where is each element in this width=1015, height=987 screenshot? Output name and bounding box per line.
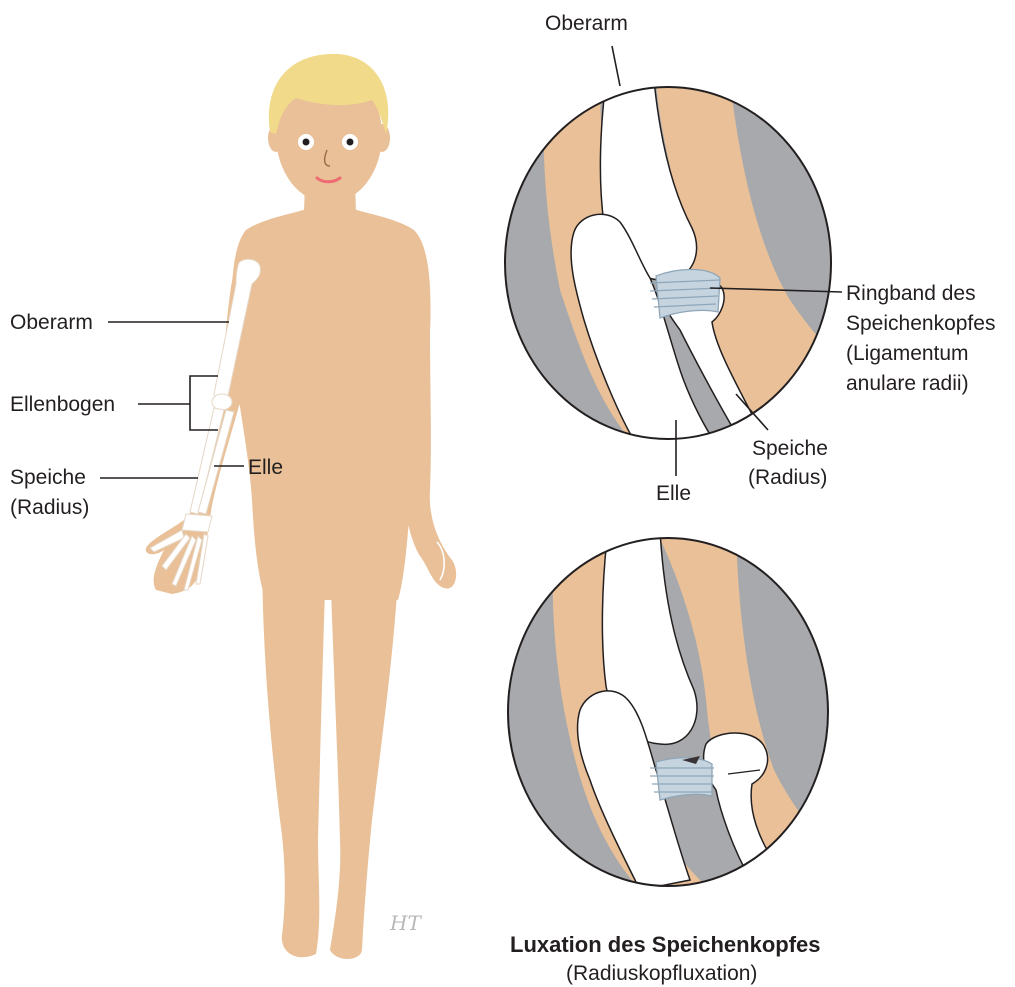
annular-ligament xyxy=(650,270,720,319)
top-label-radius-line2: (Radius) xyxy=(748,466,827,489)
child-figure: Oberarm Ellenbogen Speiche (Radius) Elle… xyxy=(10,54,456,959)
label-elbow: Ellenbogen xyxy=(10,393,115,416)
detail-normal-elbow: Oberarm Ringband des Speichenkopfes (Lig… xyxy=(500,12,995,505)
right-leg xyxy=(330,540,400,959)
top-label-upper-arm: Oberarm xyxy=(545,12,628,35)
label-radius-line2: (Radius) xyxy=(10,496,89,519)
label-radius-line1: Speiche xyxy=(10,466,86,489)
top-label-ligament-line3: (Ligamentum xyxy=(846,342,969,365)
top-label-ligament-line2: Speichenkopfes xyxy=(846,312,995,335)
annular-ligament-displaced xyxy=(650,758,714,800)
top-label-ulna: Elle xyxy=(656,482,691,505)
top-label-ligament-line1: Ringband des xyxy=(846,282,976,305)
label-ulna: Elle xyxy=(248,456,283,479)
caption-subtitle: (Radiuskopfluxation) xyxy=(566,962,757,985)
top-label-radius-line1: Speiche xyxy=(752,437,828,460)
caption-title: Luxation des Speichenkopfes xyxy=(510,932,821,957)
top-label-ligament-line4: anulare radii) xyxy=(846,372,969,395)
left-leg xyxy=(262,540,326,957)
detail-subluxation: Luxation des Speichenkopfes (Radiuskopfl… xyxy=(500,530,840,985)
label-upper-arm: Oberarm xyxy=(10,311,93,334)
artist-signature: HT xyxy=(389,911,422,935)
